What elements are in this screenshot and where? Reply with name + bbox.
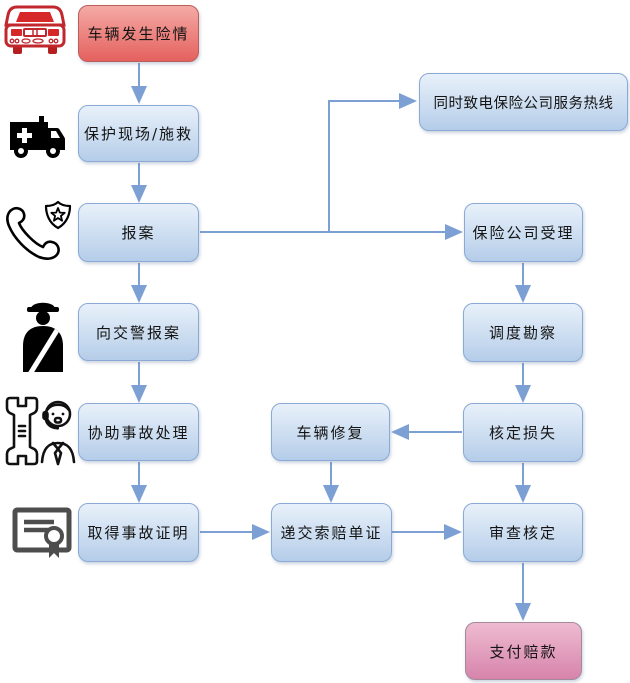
node-call-insurance-hotline: 同时致电保险公司服务热线 — [419, 73, 628, 131]
node-dispatch-survey: 调度勘察 — [463, 303, 583, 362]
node-report-case: 报案 — [78, 203, 199, 262]
node-assess-loss: 核定损失 — [463, 403, 583, 462]
node-obtain-accident-certificate: 取得事故证明 — [78, 503, 199, 562]
car-icon — [4, 5, 66, 54]
phone-badge-icon — [6, 200, 72, 260]
node-vehicle-incident: 车辆发生险情 — [78, 5, 199, 62]
node-insurance-accept: 保险公司受理 — [464, 203, 583, 262]
ambulance-icon — [10, 116, 65, 158]
arrow-report-to-hotline — [328, 93, 417, 232]
mechanic-icon — [5, 396, 76, 466]
node-vehicle-repair: 车辆修复 — [271, 403, 390, 461]
node-submit-claim-documents: 递交索赔单证 — [271, 503, 392, 562]
node-pay-compensation: 支付赔款 — [465, 622, 582, 680]
node-assist-accident-handling: 协助事故处理 — [78, 403, 199, 461]
certificate-icon — [12, 507, 72, 558]
node-review-verify: 审查核定 — [463, 503, 583, 562]
node-protect-scene-rescue: 保护现场/施救 — [78, 105, 199, 162]
node-report-traffic-police: 向交警报案 — [78, 303, 199, 361]
police-officer-icon — [23, 302, 63, 372]
